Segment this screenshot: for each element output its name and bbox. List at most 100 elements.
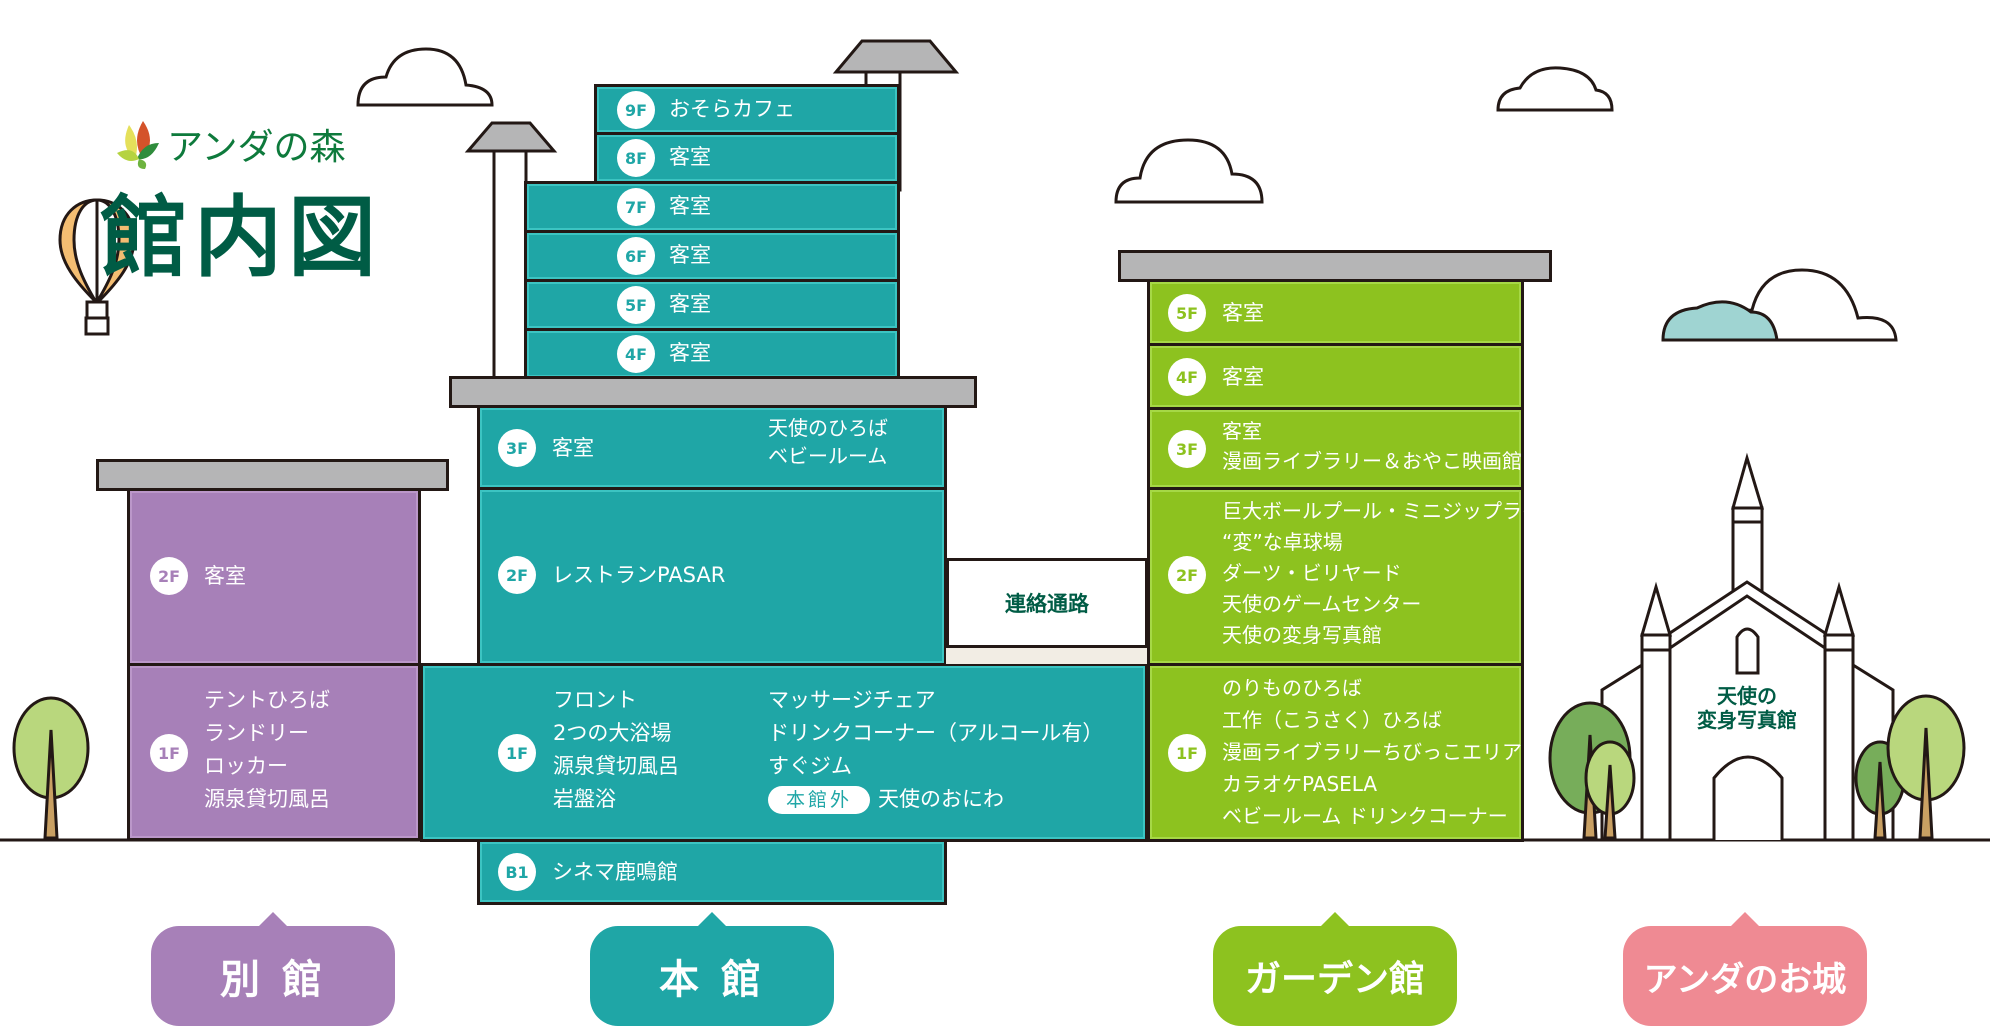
brand-name: アンダの森 xyxy=(167,127,346,168)
garden-floor-3f[interactable]: 3F 客室 漫画ライブラリー＆おやこ映画館 xyxy=(1147,407,1524,490)
main-floor-2f[interactable]: 2F レストランPASAR xyxy=(477,487,947,666)
passage-floor xyxy=(946,648,1148,664)
floor-item: 2つの大浴場 xyxy=(553,721,672,745)
garden-floor-4f[interactable]: 4F 客室 xyxy=(1147,343,1524,410)
label-text: ガーデン館 xyxy=(1244,959,1425,1000)
floor-badge: 2F xyxy=(498,556,536,594)
castle-label-button[interactable]: アンダのお城 xyxy=(1623,912,1867,1026)
leaf-logo-icon xyxy=(117,121,159,169)
main-floor-1f[interactable]: 1F フロント 2つの大浴場 源泉貸切風呂 岩盤浴 マッサージチェア ドリンクコ… xyxy=(420,663,1148,842)
floor-badge: 1F xyxy=(1168,734,1206,772)
floor-badge: 2F xyxy=(1168,556,1206,594)
garden-roof xyxy=(1118,250,1552,282)
floor-item: ドリンクコーナー（アルコール有） xyxy=(768,721,1104,745)
floor-item: “変”な卓球場 xyxy=(1222,530,1343,554)
castle-sign-line: 天使の xyxy=(1717,684,1777,708)
floor-item: 客室 xyxy=(669,341,711,365)
page-title: 館内図 xyxy=(100,186,383,289)
castle-illustration xyxy=(1600,452,1895,842)
floor-item: 客室 xyxy=(552,436,594,460)
floor-badge: 4F xyxy=(1168,358,1206,396)
floor-item: 天使のゲームセンター xyxy=(1222,592,1422,616)
floor-badge: 9F xyxy=(617,91,655,129)
floor-item: 天使のひろば xyxy=(768,416,888,440)
floor-badge: 5F xyxy=(1168,294,1206,332)
floor-item: 客室 xyxy=(669,243,711,267)
floor-badge: B1 xyxy=(498,853,536,891)
floor-item: ベビールーム xyxy=(768,444,888,468)
floor-badge: 3F xyxy=(1168,430,1206,468)
floor-item: 源泉貸切風呂 xyxy=(204,787,330,811)
cloud-icon xyxy=(1661,300,1779,342)
garden-floor-5f[interactable]: 5F 客室 xyxy=(1147,279,1524,346)
main-floor-7f[interactable]: 7F 客室 xyxy=(524,181,900,233)
floor-items: テントひろば ランドリー ロッカー 源泉貸切風呂 xyxy=(204,684,330,816)
floor-item: 天使の変身写真館 xyxy=(1222,623,1382,647)
annex-floor-1f[interactable]: 1F テントひろば ランドリー ロッカー 源泉貸切風呂 xyxy=(127,663,421,841)
floor-item: 天使のおにわ xyxy=(878,787,1005,811)
floor-item: のりものひろば xyxy=(1222,676,1362,700)
garden-label-button[interactable]: ガーデン館 xyxy=(1213,912,1457,1026)
floor-item: 客室 xyxy=(1222,419,1262,443)
annex-floor-2f[interactable]: 2F 客室 xyxy=(127,488,421,666)
cloud-icon xyxy=(1496,66,1614,112)
connector-passage[interactable]: 連絡通路 xyxy=(946,558,1148,648)
floor-badge: 2F xyxy=(150,557,188,595)
label-text: 本 館 xyxy=(659,957,765,1003)
main-floor-8f[interactable]: 8F 客室 xyxy=(594,132,900,184)
floor-item: 客室 xyxy=(1222,365,1264,389)
main-floor-4f[interactable]: 4F 客室 xyxy=(524,328,900,380)
floor-item: テントひろば xyxy=(204,688,330,712)
label-text: 別 館 xyxy=(220,957,326,1003)
castle-sign: 天使の 変身写真館 xyxy=(1697,684,1797,732)
floor-badge: 1F xyxy=(150,734,188,772)
floor-item: ロッカー xyxy=(204,754,288,778)
floor-item: 漫画ライブラリー＆おやこ映画館 xyxy=(1222,449,1522,473)
floor-item: 客室 xyxy=(669,145,711,169)
main-floor-6f[interactable]: 6F 客室 xyxy=(524,230,900,282)
floor-badge: 3F xyxy=(498,429,536,467)
floor-items: 客室 漫画ライブラリー＆おやこ映画館 xyxy=(1222,416,1522,476)
annex-roof xyxy=(96,459,449,491)
annex-label-button[interactable]: 別 館 xyxy=(151,912,395,1026)
floor-items: フロント 2つの大浴場 源泉貸切風呂 岩盤浴 xyxy=(553,684,679,816)
floor-item: ベビールーム ドリンクコーナー xyxy=(1222,804,1508,828)
floor-item: シネマ鹿鳴館 xyxy=(552,860,678,884)
garden-floor-1f[interactable]: 1F のりものひろば 工作（こうさく）ひろば 漫画ライブラリーちびっこエリア カ… xyxy=(1147,663,1524,842)
floor-badge: 4F xyxy=(617,335,655,373)
floor-item: ランドリー xyxy=(204,721,309,745)
garden-floor-2f[interactable]: 2F 巨大ボールプール・ミニジップライン “変”な卓球場 ダーツ・ビリヤード 天… xyxy=(1147,487,1562,666)
main-floor-9f[interactable]: 9F おそらカフェ xyxy=(594,84,900,135)
floor-item: ダーツ・ビリヤード xyxy=(1222,561,1402,585)
floor-item: マッサージチェア xyxy=(768,688,936,712)
floor-item: 漫画ライブラリーちびっこエリア xyxy=(1222,740,1522,764)
main-roof xyxy=(449,376,977,408)
hot-air-balloon-icon xyxy=(58,198,136,336)
floor-item: 客室 xyxy=(669,292,711,316)
floor-items: 巨大ボールプール・ミニジップライン “変”な卓球場 ダーツ・ビリヤード 天使のゲ… xyxy=(1222,496,1562,651)
outside-tag: 本館外 xyxy=(768,786,871,814)
floor-item: 客室 xyxy=(204,564,246,588)
floor-item: レストランPASAR xyxy=(552,563,726,587)
tree-icon xyxy=(12,696,90,840)
main-floor-5f[interactable]: 5F 客室 xyxy=(524,279,900,331)
main-floor-3f[interactable]: 3F 客室 天使のひろば ベビールーム xyxy=(477,405,947,490)
floor-item: 巨大ボールプール・ミニジップライン xyxy=(1222,499,1562,523)
floor-item: すぐジム xyxy=(768,754,852,778)
floor-badge: 6F xyxy=(617,237,655,275)
floor-item: 工作（こうさく）ひろば xyxy=(1222,708,1442,732)
castle-sign-line: 変身写真館 xyxy=(1697,708,1797,732)
floor-item: カラオケPASELA xyxy=(1222,772,1378,796)
floor-item: おそらカフェ xyxy=(669,97,795,121)
main-label-button[interactable]: 本 館 xyxy=(590,912,834,1026)
floor-badge: 5F xyxy=(617,286,655,324)
floor-badge: 7F xyxy=(617,188,655,226)
tree-icon xyxy=(1548,694,1966,840)
floor-item: 源泉貸切風呂 xyxy=(553,754,679,778)
floor-badge: 1F xyxy=(498,734,536,772)
floor-items: のりものひろば 工作（こうさく）ひろば 漫画ライブラリーちびっこエリア カラオケ… xyxy=(1222,672,1522,832)
floor-badge: 8F xyxy=(617,139,655,177)
main-floor-b1[interactable]: B1 シネマ鹿鳴館 xyxy=(477,839,947,905)
